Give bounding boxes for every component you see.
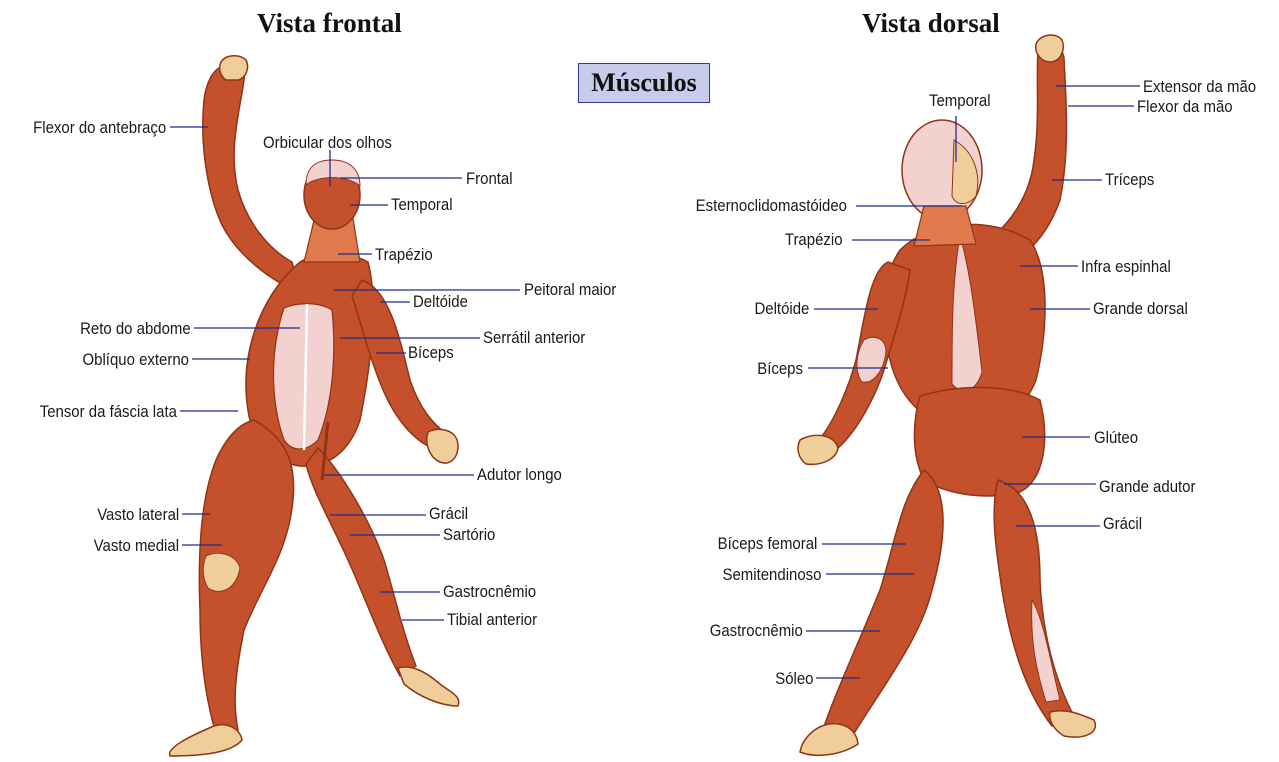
label-esternoclidomastoideo: Esternoclidomastóideo (696, 197, 847, 214)
label-reto-do-abdome: Reto do abdome (80, 320, 191, 337)
front-left-foot (170, 725, 242, 756)
front-right-foot (398, 667, 459, 706)
front-lower-hand (427, 429, 458, 463)
back-lower-hand (798, 435, 838, 464)
back-gluteal-region (914, 387, 1044, 496)
front-right-leg (306, 448, 416, 676)
label-vasto-medial: Vasto medial (94, 537, 179, 554)
front-raised-fist (220, 56, 248, 80)
label-grande-dorsal: Grande dorsal (1093, 300, 1188, 317)
label-serratil-anterior: Serrátil anterior (483, 329, 585, 346)
label-vasto-lateral: Vasto lateral (97, 506, 179, 523)
label-grande-adutor: Grande adutor (1099, 478, 1195, 495)
back-figure (798, 35, 1095, 755)
label-adutor-longo: Adutor longo (477, 466, 562, 483)
label-gluteo: Glúteo (1094, 429, 1138, 446)
label-orbicular-dos-olhos: Orbicular dos olhos (263, 134, 392, 151)
label-biceps-front: Bíceps (408, 344, 454, 361)
label-deltoide-back: Deltóide (754, 300, 809, 317)
label-gracil-back: Grácil (1103, 515, 1142, 532)
label-obliquo-externo: Oblíquo externo (83, 351, 189, 368)
label-frontal: Frontal (466, 170, 513, 187)
label-trapezio-back: Trapézio (785, 231, 843, 248)
front-figure (170, 56, 459, 756)
back-left-foot (800, 724, 858, 756)
label-semitendinoso: Semitendinoso (722, 566, 821, 583)
back-raised-fist (1036, 35, 1064, 62)
label-tibial-anterior: Tibial anterior (447, 611, 537, 628)
label-gracil-front: Grácil (429, 505, 468, 522)
back-right-leg (994, 480, 1076, 726)
label-flexor-da-mao: Flexor da mão (1137, 98, 1233, 115)
label-temporal-front: Temporal (391, 196, 453, 213)
label-triceps: Tríceps (1105, 171, 1154, 188)
label-tensor-da-fascia-lata: Tensor da fáscia lata (40, 403, 177, 420)
label-biceps-back: Bíceps (757, 360, 803, 377)
label-infra-espinhal: Infra espinhal (1081, 258, 1171, 275)
label-extensor-da-mao: Extensor da mão (1143, 78, 1256, 95)
label-deltoide-front: Deltóide (413, 293, 468, 310)
label-sartorio: Sartório (443, 526, 495, 543)
label-soleo: Sóleo (775, 670, 813, 687)
back-left-leg (820, 470, 943, 740)
label-flexor-do-antebraco: Flexor do antebraço (33, 119, 166, 136)
label-temporal-back: Temporal (929, 92, 991, 109)
label-gastrocnemio-back: Gastrocnêmio (710, 622, 803, 639)
label-trapezio-front: Trapézio (375, 246, 433, 263)
back-right-foot (1050, 711, 1096, 737)
label-gastrocnemio-front: Gastrocnêmio (443, 583, 536, 600)
front-raised-arm (203, 63, 300, 292)
label-peitoral-maior: Peitoral maior (524, 281, 616, 298)
label-biceps-femoral: Bíceps femoral (717, 535, 817, 552)
